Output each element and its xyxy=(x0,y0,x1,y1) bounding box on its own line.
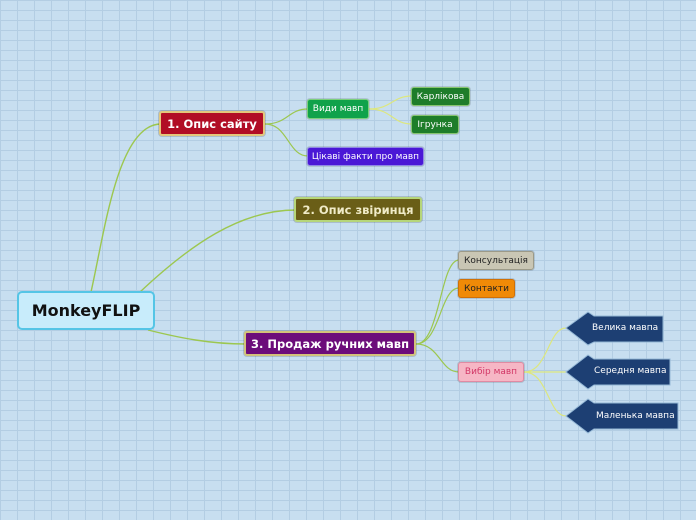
arrow-shape-small xyxy=(565,398,679,434)
connector-vydy-ihr xyxy=(368,108,413,125)
topic-zoo-description[interactable]: 2. Опис звіринця xyxy=(294,197,422,222)
connector-vybir-big xyxy=(523,327,567,373)
connector-vydy-karl xyxy=(368,95,413,110)
connector-root-topic2 xyxy=(139,209,297,293)
subtopic-contacts[interactable]: Контакти xyxy=(458,279,515,298)
connector-topic3-vybir xyxy=(415,343,460,373)
arrow-label-big[interactable]: Велика мавпа xyxy=(592,323,659,333)
connector-vybir-small xyxy=(523,371,567,417)
arrow-shape-medium xyxy=(565,354,671,390)
subtopic-pygmy[interactable]: Карлікова xyxy=(411,87,470,106)
subtopic-monkey-types[interactable]: Види мавп xyxy=(307,99,369,119)
topic-monkey-sale[interactable]: 3. Продаж ручних мавп xyxy=(244,331,416,356)
subtopic-choose-monkey[interactable]: Вибір мавп xyxy=(458,362,524,382)
arrow-shape-big xyxy=(565,311,664,346)
connector-topic3-kons xyxy=(415,259,460,345)
arrow-label-small[interactable]: Маленька мавпа xyxy=(596,411,675,421)
connector-topic1-fakty xyxy=(264,123,309,157)
connector-topic1-vydy xyxy=(264,108,309,125)
arrow-label-medium[interactable]: Середня мавпа xyxy=(594,366,667,376)
connector-root-topic1 xyxy=(90,123,162,293)
subtopic-marmoset[interactable]: Ігрунка xyxy=(411,115,459,134)
subtopic-consultation[interactable]: Консультація xyxy=(458,251,534,270)
topic-site-description[interactable]: 1. Опис сайту xyxy=(159,111,265,136)
root-node[interactable]: MonkeyFLIP xyxy=(17,291,155,330)
connector-root-topic3 xyxy=(147,329,247,345)
subtopic-interesting-facts[interactable]: Цікаві факти про мавп xyxy=(307,147,424,166)
connector-topic3-kont xyxy=(415,287,460,345)
